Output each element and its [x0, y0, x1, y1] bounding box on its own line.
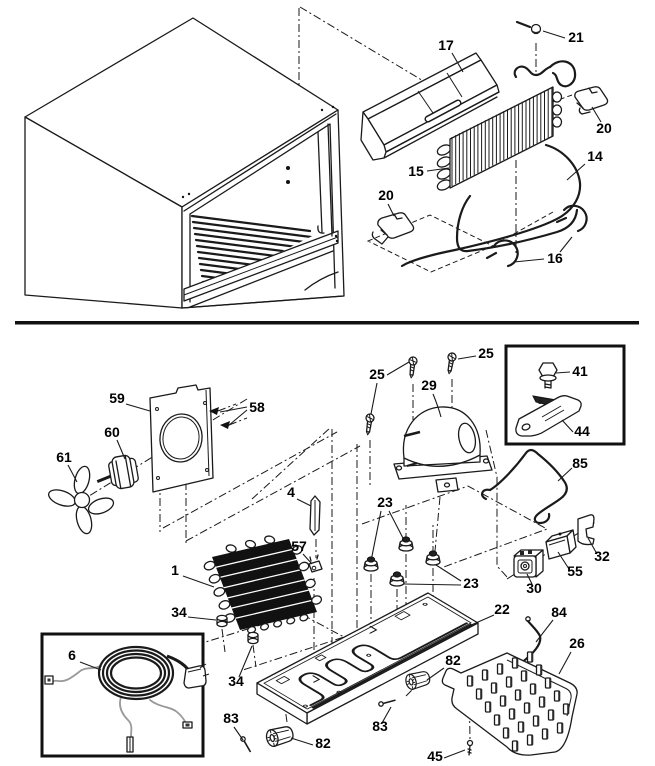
part-59-fan-shroud: [149, 384, 214, 493]
callout-14: 14: [587, 148, 603, 164]
section-compressor-base: 59 58 60 61 4 25 25 29 41 44 85 23 23 32…: [40, 344, 626, 764]
condenser-tube-serpentine: [298, 622, 468, 706]
callout-85: 85: [572, 455, 588, 471]
part-29-compressor: [393, 406, 493, 493]
callout-4: 4: [287, 484, 295, 500]
part-1-condenser: [203, 535, 323, 634]
part-17-duct-channel: [360, 52, 500, 161]
callout-82-lower: 82: [315, 735, 331, 751]
callout-20-right: 20: [596, 120, 612, 136]
part-26-drain-pan: [441, 651, 578, 756]
power-plug: [183, 665, 207, 689]
part-58-screws: [209, 403, 248, 429]
callout-84: 84: [551, 604, 567, 620]
section-cabinet-evaporator: 17 21 20 15 14 20 16: [24, 6, 612, 309]
callout-21: 21: [568, 29, 584, 45]
inset-box-bracket: [504, 344, 626, 446]
part-32-cover: [577, 514, 595, 546]
callout-1: 1: [171, 562, 179, 578]
callout-59: 59: [109, 390, 125, 406]
callout-25-left: 25: [369, 366, 385, 382]
part-44-bracket: [515, 395, 582, 437]
callout-34-upper: 34: [171, 604, 187, 620]
inset-box-power-cord: [40, 632, 210, 758]
callout-30: 30: [526, 580, 542, 596]
callout-57: 57: [291, 538, 307, 554]
callout-20-left: 20: [378, 187, 394, 203]
callout-41: 41: [572, 363, 588, 379]
callout-23-upper: 23: [377, 494, 393, 510]
callout-22: 22: [494, 601, 510, 617]
refrigerator-cabinet: [24, 17, 345, 309]
part-30-relay: [513, 549, 544, 578]
callout-34-lower: 34: [228, 673, 244, 689]
part-16-clips: [485, 204, 588, 268]
section-divider: [15, 321, 639, 325]
part-60-fan-motor: [96, 454, 139, 490]
callout-61: 61: [56, 449, 72, 465]
callout-17: 17: [438, 37, 454, 53]
callout-45: 45: [427, 748, 443, 764]
callouts-bottom: 59 58 60 61 4 25 25 29 41 44 85 23 23 32…: [56, 345, 610, 764]
callouts-top: 17 21 20 15 14 20 16: [378, 29, 612, 266]
callout-83-upper: 83: [372, 718, 388, 734]
part-61-fan-blade: [47, 465, 115, 535]
part-45-screw: [466, 739, 474, 756]
callout-44: 44: [574, 423, 590, 439]
callout-6: 6: [68, 647, 76, 663]
callout-58: 58: [249, 399, 265, 415]
callout-82-upper: 82: [445, 652, 461, 668]
callout-29: 29: [421, 377, 437, 393]
callout-26: 26: [569, 635, 585, 651]
callout-55: 55: [567, 563, 583, 579]
suction-tube: [513, 65, 552, 79]
callout-83-lower: 83: [223, 710, 239, 726]
callout-23-lower: 23: [463, 575, 479, 591]
part-21-screw: [515, 20, 542, 35]
callout-16: 16: [547, 250, 563, 266]
part-85-tube: [480, 448, 568, 525]
part-15-evaporator: [436, 60, 577, 191]
part-4-drier: [309, 495, 321, 536]
leader-lines-top: [387, 30, 602, 263]
part-6-power-cord: [44, 645, 210, 753]
callout-25-right: 25: [478, 345, 494, 361]
part-23-grommets: [363, 536, 441, 587]
callout-32: 32: [594, 548, 610, 564]
part-41-bolt: [538, 362, 558, 389]
leader-lines-bottom: [67, 355, 598, 759]
part-55-overload: [545, 529, 577, 560]
callout-60: 60: [104, 424, 120, 440]
part-22-base-pan: [256, 592, 479, 725]
callout-15: 15: [408, 163, 424, 179]
part-20-clip-right: [574, 86, 609, 115]
part-20-clip-left: [371, 212, 415, 245]
